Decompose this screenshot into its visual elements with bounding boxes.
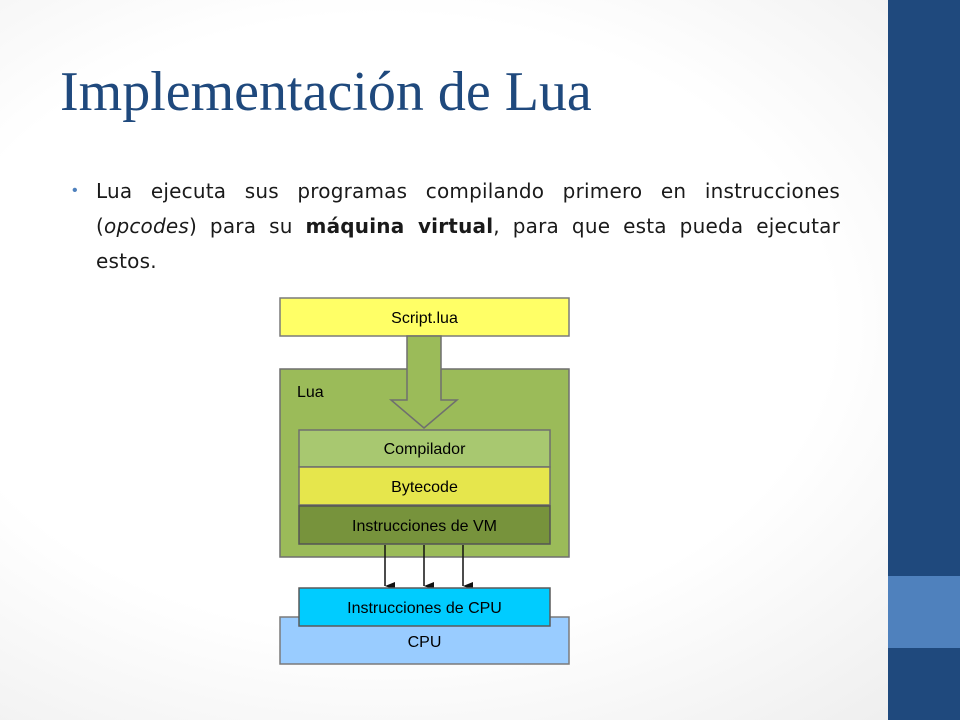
cpu-label: CPU (408, 634, 442, 651)
cpu-instructions-label: Instrucciones de CPU (347, 600, 502, 617)
compiler-label: Compilador (384, 441, 466, 458)
vm-instructions-box (298, 505, 551, 545)
cpu-instructions-box (298, 587, 551, 627)
bullet-text-part1: Lua ejecuta sus programas compilando pri… (96, 179, 840, 238)
compiler-box (298, 429, 551, 468)
bullet-text-bold: máquina virtual (305, 214, 494, 238)
bytecode-label: Bytecode (391, 479, 458, 496)
sidebar-accent-top (888, 0, 960, 576)
slide-title: Implementación de Lua (60, 61, 592, 123)
bullet-text-part2: ) para su (189, 214, 306, 238)
sidebar-accent-middle (888, 576, 960, 648)
sidebar-accent-bottom (888, 648, 960, 720)
compile-arrow-icon (388, 335, 460, 429)
vm-instructions-label: Instrucciones de VM (352, 518, 497, 535)
bytecode-box (298, 466, 551, 506)
bullet-text-part3: , para que esta pueda ejecutar estos. (96, 214, 840, 273)
bullet-icon: • (72, 182, 78, 199)
bullet-text-italic: opcodes (104, 214, 189, 238)
lua-label: Lua (297, 384, 324, 401)
bullet-text: Lua ejecuta sus programas compilando pri… (96, 174, 840, 279)
script-box (279, 297, 570, 337)
script-label: Script.lua (391, 310, 458, 327)
